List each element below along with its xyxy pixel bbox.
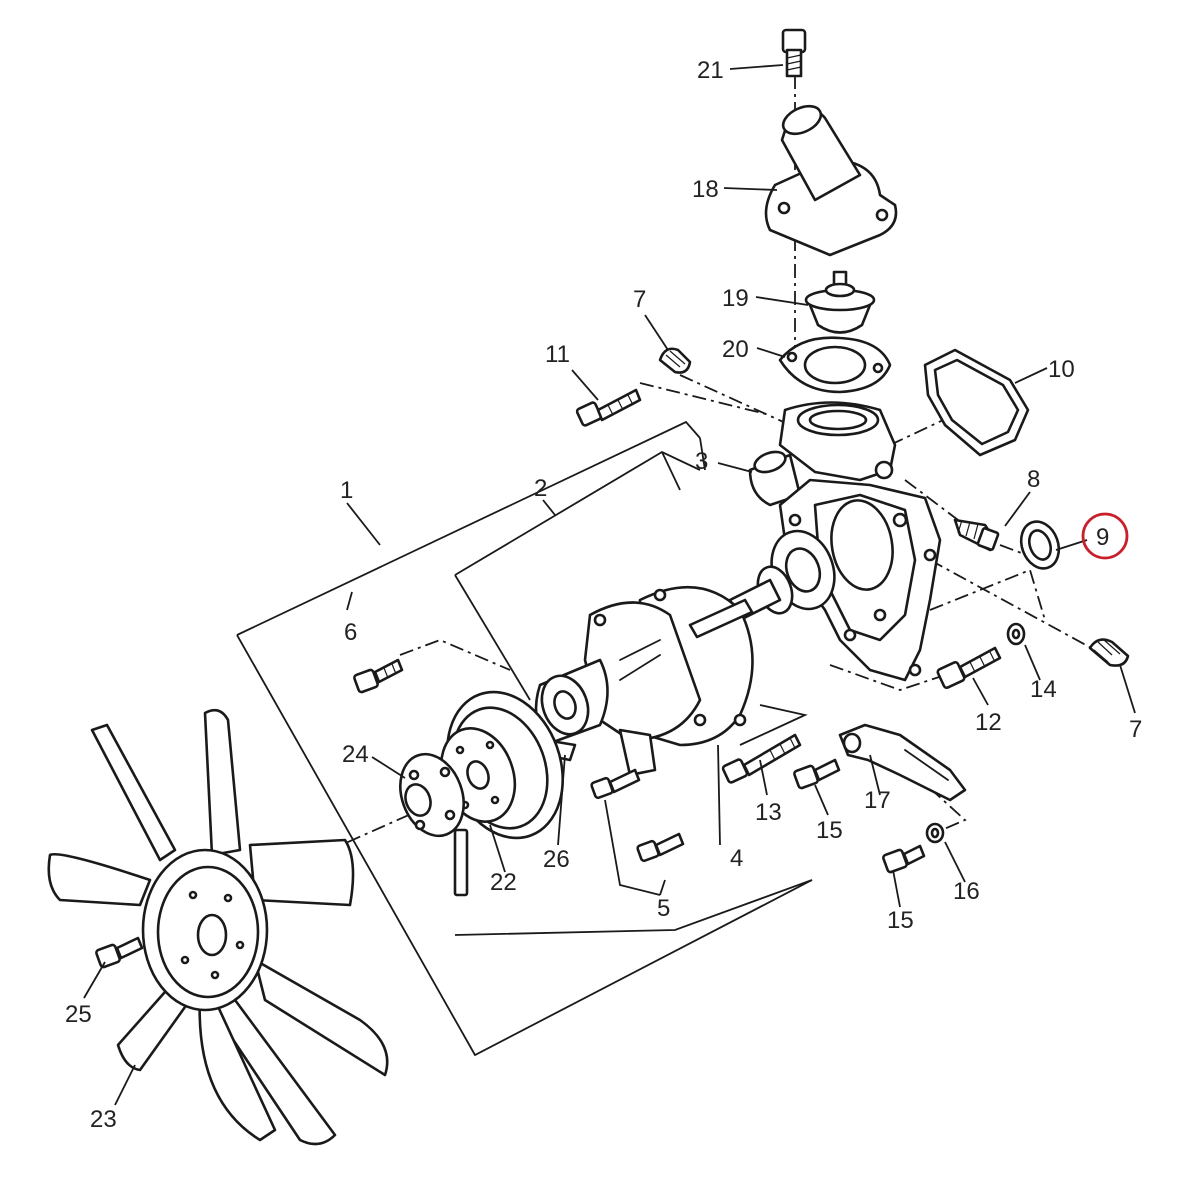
callout-17: 17	[864, 787, 891, 814]
highlight-circle-9	[1081, 512, 1129, 560]
callout-12: 12	[975, 709, 1002, 736]
bolt-25	[95, 936, 144, 969]
callout-1: 1	[340, 477, 353, 504]
callout-10: 10	[1048, 356, 1075, 383]
seal-ring-9	[1019, 520, 1061, 570]
callout-15-top: 15	[816, 817, 843, 844]
cooling-fan-23	[47, 708, 389, 1146]
thermostat-19	[804, 270, 876, 334]
plug-7-right	[1088, 638, 1130, 667]
bracket-assembly-2	[454, 450, 701, 701]
axis-washer-14	[929, 568, 1046, 621]
axis-gasket-10	[889, 404, 976, 446]
axis-plug-7b	[929, 559, 1096, 651]
hub-flange-24	[399, 752, 465, 838]
callout-11: 11	[545, 341, 570, 368]
callout-26: 26	[543, 846, 570, 873]
callout-24: 24	[342, 741, 369, 768]
callout-2: 2	[534, 475, 547, 502]
temperature-sensor-8	[953, 518, 1000, 552]
bolt-12	[936, 646, 1002, 690]
bolt-6	[353, 658, 404, 694]
callout-3: 3	[695, 448, 708, 475]
callout-7-right: 7	[1129, 716, 1142, 743]
callout-5: 5	[657, 895, 670, 922]
thermostat-housing-3	[748, 401, 897, 507]
callout-18: 18	[692, 176, 719, 203]
bolts-5	[590, 768, 685, 863]
callout-13: 13	[755, 799, 782, 826]
bracket-17	[838, 723, 967, 802]
bolt-13	[721, 733, 802, 784]
bracket-assembly-4	[717, 704, 808, 846]
callout-14: 14	[1030, 676, 1057, 703]
callout-23: 23	[90, 1106, 117, 1133]
pump-body	[778, 478, 942, 682]
callout-15-bottom: 15	[887, 907, 914, 934]
gasket-10	[923, 348, 1030, 457]
callout-21: 21	[697, 57, 724, 84]
bolts-15	[793, 758, 926, 874]
washer-16	[925, 822, 945, 844]
pump-front-4	[583, 585, 754, 777]
axis-bolt-6	[399, 639, 511, 671]
callout-20: 20	[722, 336, 749, 363]
bracket-assembly-1	[236, 420, 813, 1057]
callout-7-top: 7	[633, 286, 646, 313]
bracket-assembly-5	[454, 879, 813, 936]
callout-6: 6	[344, 619, 357, 646]
leader-lines	[83, 64, 1136, 1106]
callout-16: 16	[953, 878, 980, 905]
washer-14	[1006, 622, 1026, 646]
bearing-shaft-26	[534, 658, 609, 762]
callout-25: 25	[65, 1001, 92, 1028]
callout-22: 22	[490, 869, 517, 896]
callout-4: 4	[730, 845, 743, 872]
callout-8: 8	[1027, 466, 1040, 493]
plug-7-top	[658, 347, 692, 374]
gasket-20	[778, 336, 892, 394]
callout-labels: 21 18 19 20 7 11 10 3 1 2 8 9 6 14 12 7 …	[65, 57, 1142, 1133]
callout-19: 19	[722, 285, 749, 312]
callout-9: 9	[1096, 524, 1109, 551]
outlet-elbow-18	[764, 104, 898, 257]
axis-bolt-11	[639, 382, 771, 416]
axis-plug	[679, 374, 791, 426]
bolt-11	[575, 388, 642, 427]
bolt-21	[781, 28, 807, 78]
axis-bracket-16	[909, 769, 967, 836]
